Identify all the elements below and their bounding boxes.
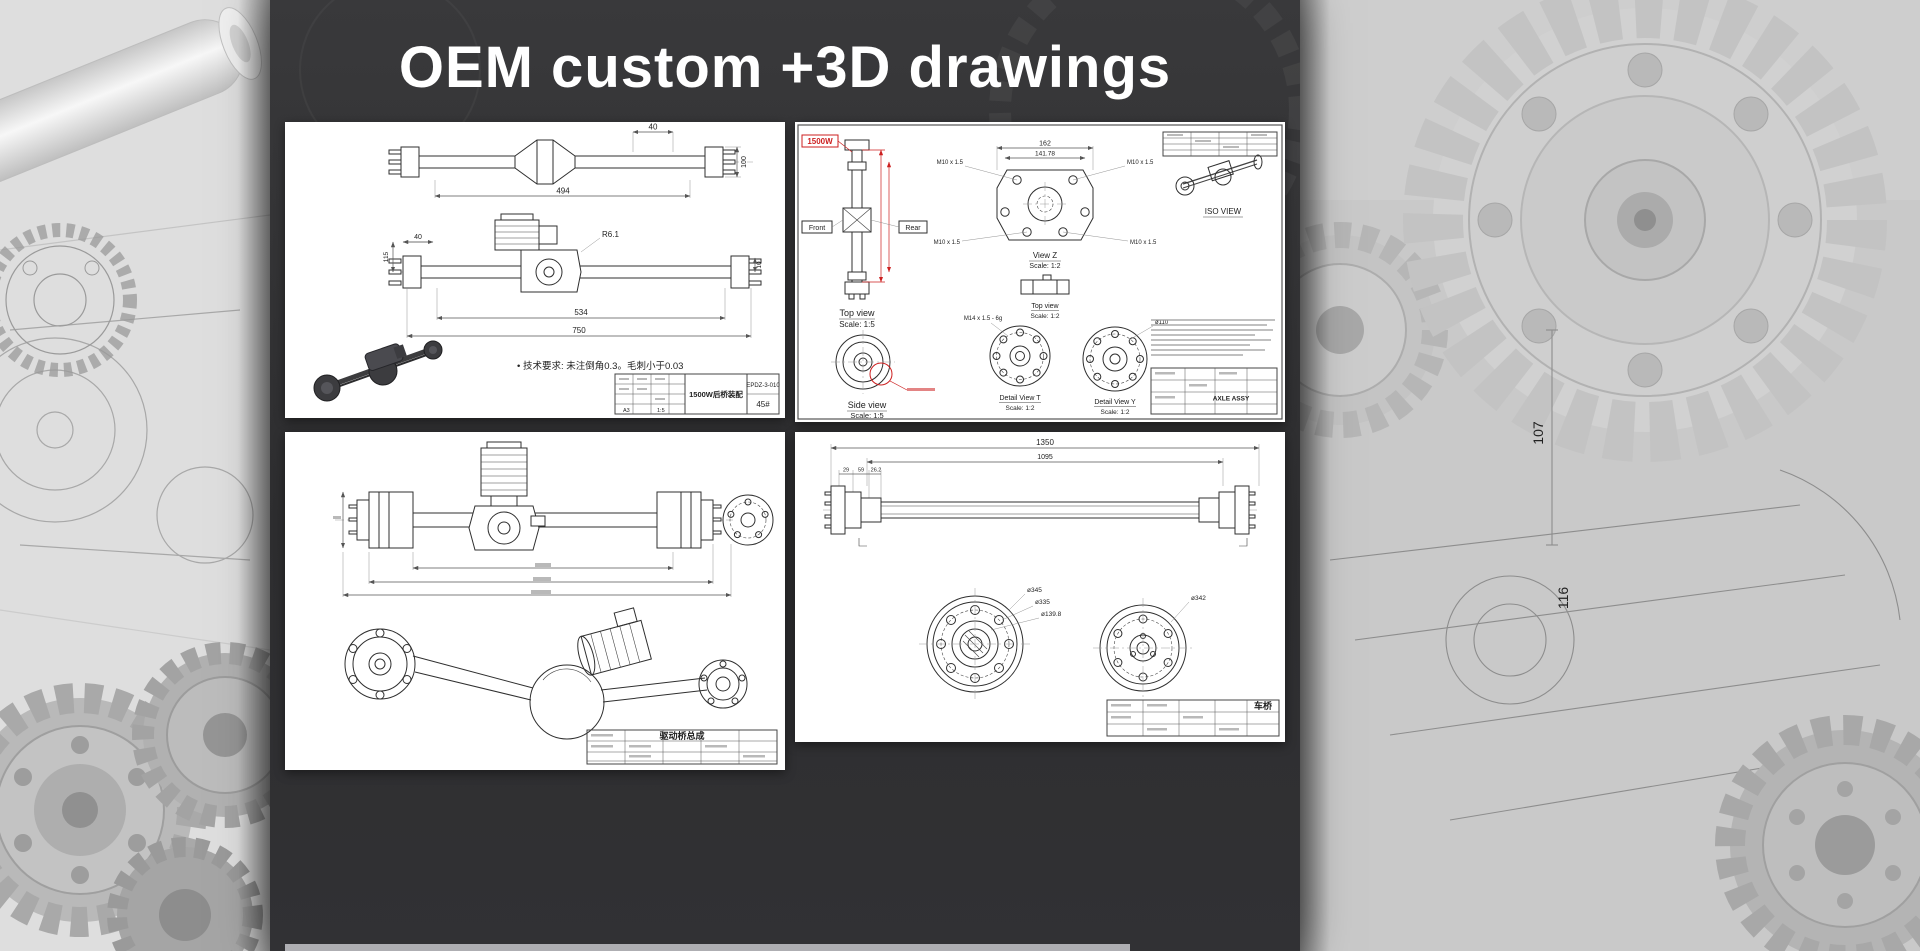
drive-axle-drawing: 驱动桥总成 bbox=[333, 441, 778, 765]
callout-drum: ø342 bbox=[1191, 595, 1206, 602]
rear-label: Rear bbox=[905, 225, 921, 232]
side-view-scale: Scale: 1:5 bbox=[850, 411, 883, 420]
corner-table bbox=[1162, 131, 1278, 157]
background-dim-107: 107 bbox=[1530, 421, 1546, 445]
title-block: AXLE ASSY bbox=[1150, 367, 1278, 415]
left-blueprint-gears-art bbox=[0, 0, 318, 951]
panel-axle-assy: 1500W Front Rear Top view Scale: 1:5 162 bbox=[795, 122, 1285, 422]
view-z-label: View Z bbox=[1033, 251, 1057, 260]
title-block-size: A3 bbox=[623, 408, 630, 414]
thread-callout-2: M10 x 1.5 bbox=[1127, 160, 1154, 166]
iso-view: ISO VIEW bbox=[1175, 154, 1263, 218]
title-block-name: 车桥 bbox=[1254, 700, 1273, 711]
right-gear-blueprint-art: 107 116 bbox=[1232, 0, 1920, 951]
dim-1095: 1095 bbox=[1037, 454, 1053, 461]
background-dim-116: 116 bbox=[1555, 587, 1571, 610]
dim-534: 534 bbox=[574, 308, 588, 317]
photo-gear-bottom-right bbox=[1715, 715, 1920, 951]
dim-29: 29 bbox=[843, 468, 849, 474]
stud-thread-callout: M14 x 1.5 - 6g bbox=[964, 316, 1002, 322]
dim-141-78: 141.78 bbox=[1035, 151, 1055, 158]
detail-y-scale: Scale: 1:2 bbox=[1101, 409, 1130, 416]
callout-bc: ø335 bbox=[1035, 599, 1050, 606]
gear-outline-drawing bbox=[0, 223, 137, 377]
front-view-vertical-axle: 1500W Front Rear Top view Scale: 1:5 bbox=[801, 134, 928, 329]
small-top-view-label: Top view bbox=[1031, 303, 1059, 310]
thread-callout-1: M10 x 1.5 bbox=[937, 160, 964, 166]
bottom-edge-strip bbox=[285, 944, 1130, 951]
dark-backdrop: OEM custom +3D drawings bbox=[270, 0, 1300, 951]
dim-10: 10 bbox=[756, 261, 763, 269]
panel-axle-beam: 1350 1095 29 59 26.2 bbox=[795, 432, 1285, 742]
title-block-name: 驱动桥总成 bbox=[659, 730, 704, 741]
ortho-view bbox=[333, 441, 774, 598]
dim-100: 100 bbox=[741, 156, 748, 168]
detail-t-scale: Scale: 1:2 bbox=[1006, 405, 1035, 412]
dim-494: 494 bbox=[556, 187, 570, 196]
dim-162: 162 bbox=[1039, 141, 1051, 148]
title-block-material: 45# bbox=[756, 400, 770, 409]
detail-t-label: Detail View T bbox=[1000, 395, 1042, 402]
view-z-flange: 162 141.78 M10 x 1.5 M10 x 1.5 M10 x 1.5 bbox=[934, 141, 1157, 271]
view-z-scale: Scale: 1:2 bbox=[1029, 263, 1060, 270]
background-right-photo: 107 116 bbox=[1232, 0, 1920, 951]
title-block: A3 1:5 1500W后桥装配 EPDZ-3-010 45# bbox=[614, 373, 780, 415]
panel-rear-axle-assembly: 40 494 100 bbox=[285, 122, 785, 418]
notes-block bbox=[1151, 319, 1275, 356]
tech-requirement-note: • 技术要求: 未注倒角0.3。毛刺小于0.03 bbox=[517, 360, 683, 372]
small-top-view: Top view Scale: 1:2 bbox=[1020, 274, 1070, 320]
axle-motor-view: R6.1 40 10 115 534 750 bbox=[383, 213, 763, 339]
dim-1350: 1350 bbox=[1036, 438, 1054, 447]
flange-view-right: ø342 bbox=[1093, 595, 1206, 698]
dim-26-2: 26.2 bbox=[871, 468, 882, 474]
panel-drive-axle-3d: 驱动桥总成 bbox=[285, 432, 785, 770]
axle-assy-drawing: 1500W Front Rear Top view Scale: 1:5 162 bbox=[797, 124, 1283, 420]
axle-3d-lineart bbox=[344, 607, 748, 740]
front-label: Front bbox=[809, 225, 825, 232]
axle-beam-drawing: 1350 1095 29 59 26.2 bbox=[823, 438, 1280, 737]
dim-59: 59 bbox=[858, 468, 864, 474]
photo-gear-big bbox=[1403, 0, 1887, 462]
axle-3d-render bbox=[313, 340, 443, 402]
dim-750: 750 bbox=[572, 326, 586, 335]
callout-od: ø345 bbox=[1027, 587, 1042, 594]
banner-title: OEM custom +3D drawings bbox=[398, 35, 1172, 100]
side-view-label: Side view bbox=[848, 400, 887, 410]
thread-callout-3: M10 x 1.5 bbox=[1130, 240, 1157, 246]
title-block-code: EPDZ-3-010 bbox=[746, 383, 780, 389]
dim-40-top: 40 bbox=[649, 123, 658, 132]
thread-callout-4: M10 x 1.5 bbox=[934, 240, 961, 246]
beam-view: 1350 1095 29 59 26.2 bbox=[823, 438, 1260, 547]
dim-r61: R6.1 bbox=[602, 230, 619, 239]
detail-view-y: ø110 Detail View Y Scale: 1:2 bbox=[1082, 320, 1169, 416]
dim-40-left: 40 bbox=[414, 234, 422, 241]
background-left-photo bbox=[0, 0, 318, 951]
rear-axle-drawing: 40 494 100 bbox=[313, 123, 780, 415]
title-block-name: AXLE ASSY bbox=[1213, 396, 1250, 403]
side-view: Side view Scale: 1:5 bbox=[831, 330, 935, 420]
flange-view-left: ø345 ø335 ø139.8 bbox=[919, 587, 1062, 700]
title-block: 驱动桥总成 bbox=[586, 729, 778, 765]
small-top-view-scale: Scale: 1:2 bbox=[1031, 313, 1060, 320]
top-view-label: Top view bbox=[839, 308, 875, 318]
detail-y-label: Detail View Y bbox=[1094, 399, 1136, 406]
title-block-scale: 1:5 bbox=[657, 408, 665, 414]
bore-callout: ø110 bbox=[1155, 320, 1169, 326]
iso-view-label: ISO VIEW bbox=[1205, 207, 1242, 216]
title-block-name: 1500W后桥装配 bbox=[689, 389, 743, 399]
callout-pilot: ø139.8 bbox=[1041, 611, 1062, 618]
axle-top-view: 40 494 100 bbox=[388, 123, 753, 199]
dim-115: 115 bbox=[383, 251, 390, 262]
title-block: 车桥 bbox=[1106, 699, 1280, 737]
red-tag-1500w: 1500W bbox=[807, 137, 833, 146]
top-view-scale: Scale: 1:5 bbox=[839, 320, 875, 329]
detail-view-t: M14 x 1.5 - 6g Detail View T Scale: 1:2 bbox=[964, 316, 1051, 412]
